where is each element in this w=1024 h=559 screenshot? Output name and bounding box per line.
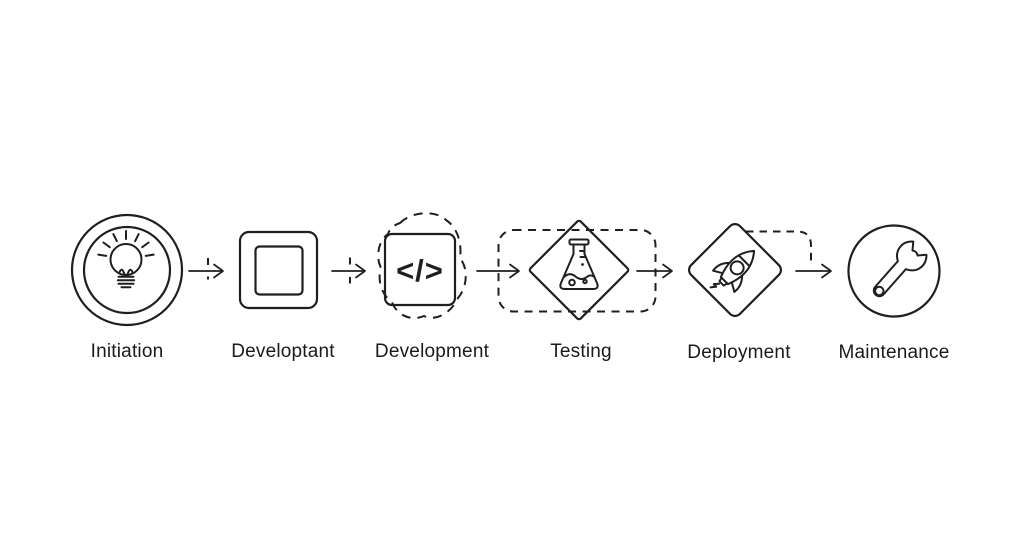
stage-label-development: Development	[375, 341, 490, 362]
flow-arrow-3	[476, 263, 520, 279]
arrow-head-icon	[821, 263, 832, 279]
rocket-icon	[709, 249, 756, 293]
deployment-diamond	[688, 223, 782, 317]
arrow-head-icon	[509, 263, 520, 279]
flow-arrow-2	[331, 257, 366, 284]
stage-label-developtant: Developtant	[231, 341, 335, 362]
flow-arrow-5	[795, 263, 832, 279]
code-icon: </>	[396, 253, 444, 288]
stage-label-maintenance: Maintenance	[839, 342, 950, 363]
development-dashed-blob	[377, 212, 467, 320]
stage-initiation: Initiation	[70, 213, 184, 362]
stage-testing: Testing	[497, 219, 657, 362]
deployment-dashed-connector	[746, 230, 812, 263]
nested-square-icon-outer	[238, 230, 319, 310]
stage-developtant: Developtant	[231, 230, 335, 362]
maintenance-circle	[847, 224, 941, 318]
stage-label-testing: Testing	[550, 341, 612, 362]
arrow-head-icon	[355, 263, 366, 279]
flow-arrow-4	[636, 263, 673, 279]
nested-square-icon-inner	[254, 245, 304, 296]
lightbulb-rays	[97, 230, 155, 257]
testing-dashed-container	[497, 229, 657, 313]
wrench-icon	[872, 240, 928, 298]
testing-diamond	[528, 219, 630, 321]
stage-maintenance: Maintenance	[839, 224, 950, 363]
arrow-head-icon	[662, 263, 673, 279]
initiation-outer-ring	[70, 213, 184, 327]
initiation-inner-ring	[82, 225, 172, 315]
code-square	[383, 232, 457, 307]
flask-icon	[559, 238, 599, 290]
lightbulb-icon	[97, 230, 155, 289]
stage-label-initiation: Initiation	[91, 341, 164, 362]
stage-label-deployment: Deployment	[687, 342, 791, 363]
stage-development: </> Development	[375, 212, 490, 362]
arrow-head-icon	[213, 263, 224, 279]
stage-deployment: Deployment	[687, 223, 812, 363]
flow-arrow-1	[188, 258, 224, 280]
